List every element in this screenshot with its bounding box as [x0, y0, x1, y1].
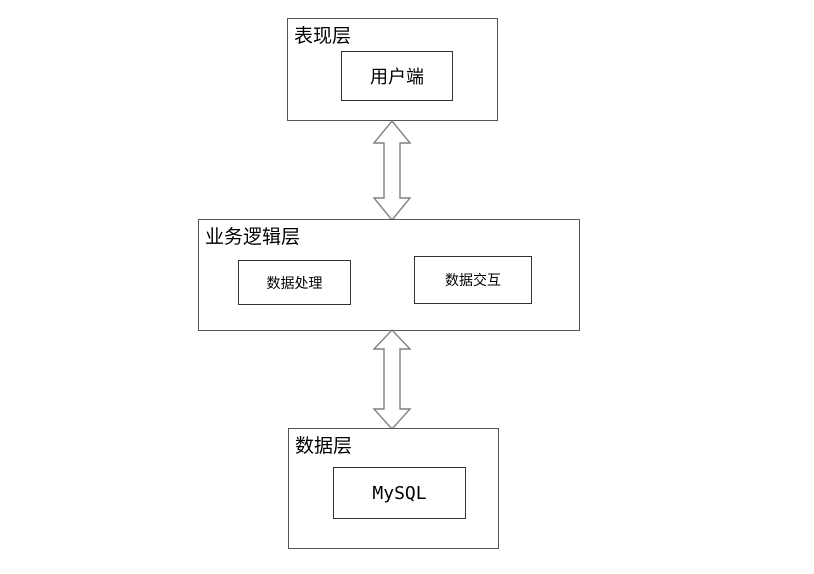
bidirectional-arrow-bottom-shape — [372, 328, 412, 431]
client-box-label: 用户端 — [370, 67, 424, 88]
mysql-box: MySQL — [333, 467, 466, 519]
data-processing-box-label: 数据处理 — [266, 275, 323, 292]
data-interaction-box: 数据交互 — [414, 256, 532, 304]
presentation-layer: 表现层 用户端 — [287, 18, 498, 121]
bidirectional-arrow-top-shape — [372, 119, 412, 222]
data-layer: 数据层 MySQL — [288, 428, 499, 549]
business-logic-layer-title: 业务逻辑层 — [205, 226, 301, 248]
business-logic-layer: 业务逻辑层 数据处理 数据交互 — [198, 219, 580, 331]
bidirectional-arrow-top — [372, 119, 412, 222]
bidirectional-arrow-bottom — [372, 328, 412, 431]
presentation-layer-title: 表现层 — [294, 25, 352, 47]
data-interaction-box-label: 数据交互 — [445, 273, 501, 289]
mysql-box-label: MySQL — [372, 482, 427, 504]
data-layer-title: 数据层 — [295, 435, 353, 457]
client-box: 用户端 — [341, 51, 453, 101]
data-processing-box: 数据处理 — [238, 260, 351, 305]
